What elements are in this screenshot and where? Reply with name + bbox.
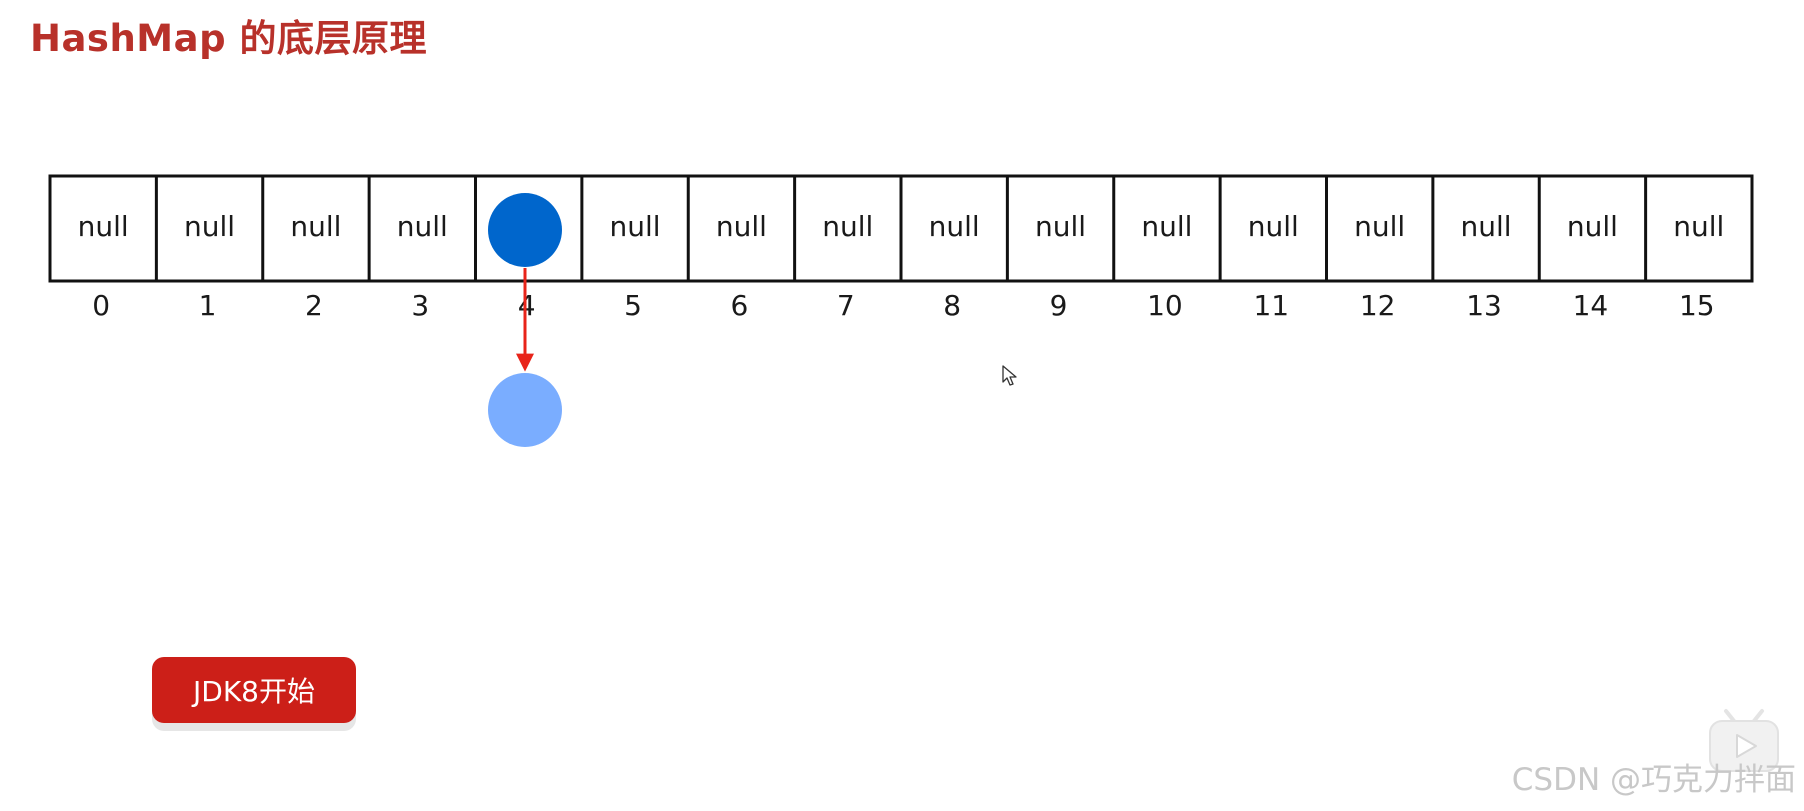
head-node	[488, 193, 562, 267]
bucket-index-12: 12	[1360, 289, 1396, 322]
mouse-cursor-icon	[1002, 365, 1017, 386]
bucket-index-5: 5	[624, 289, 642, 322]
bucket-index-0: 0	[92, 289, 110, 322]
bucket-index-13: 13	[1466, 289, 1502, 322]
bucket-cell-7: null	[822, 210, 873, 243]
bucket-cell-3: null	[397, 210, 448, 243]
play-icon[interactable]	[1706, 705, 1782, 775]
jdk8-button[interactable]: JDK8开始	[152, 657, 356, 723]
bucket-index-3: 3	[411, 289, 429, 322]
bucket-cell-6: null	[716, 210, 767, 243]
bucket-cell-2: null	[290, 210, 341, 243]
bucket-index-6: 6	[731, 289, 749, 322]
bucket-index-15: 15	[1679, 289, 1715, 322]
bucket-index-9: 9	[1050, 289, 1068, 322]
bucket-index-7: 7	[837, 289, 855, 322]
bucket-cell-10: null	[1141, 210, 1192, 243]
bucket-cell-9: null	[1035, 210, 1086, 243]
next-node	[488, 373, 562, 447]
bucket-cell-1: null	[184, 210, 235, 243]
bucket-index-8: 8	[943, 289, 961, 322]
bucket-index-2: 2	[305, 289, 323, 322]
bucket-cell-8: null	[929, 210, 980, 243]
bucket-index-1: 1	[199, 289, 217, 322]
bucket-cell-13: null	[1461, 210, 1512, 243]
bucket-cell-11: null	[1248, 210, 1299, 243]
bucket-cell-14: null	[1567, 210, 1618, 243]
bucket-index-10: 10	[1147, 289, 1183, 322]
bucket-cell-5: null	[610, 210, 661, 243]
bucket-cell-15: null	[1673, 210, 1724, 243]
page-title: HashMap 的底层原理	[30, 17, 427, 60]
bucket-cell-0: null	[78, 210, 129, 243]
bucket-index-4: 4	[518, 289, 536, 322]
bucket-array: null null null null null null null null null null…	[48, 174, 1754, 283]
watermark: CSDN @巧克力拌面	[1511, 762, 1796, 798]
bucket-cell-12: null	[1354, 210, 1405, 243]
bucket-index-14: 14	[1573, 289, 1609, 322]
bucket-index-11: 11	[1253, 289, 1289, 322]
